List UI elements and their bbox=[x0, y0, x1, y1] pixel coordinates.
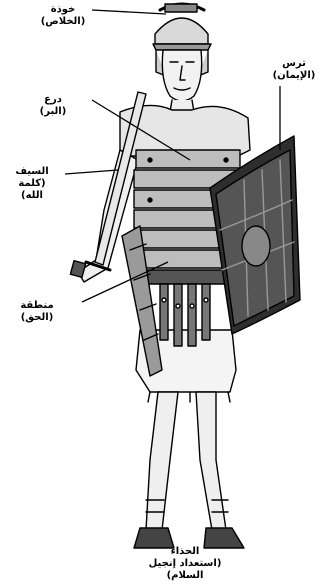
shoes-label: الحذاء (استعداد إنجيل السلام) bbox=[130, 546, 240, 582]
sword-leader-line bbox=[65, 170, 118, 174]
shield-label: ترس (الإيمان) bbox=[262, 58, 326, 82]
belt-label: منطقة (الحق) bbox=[2, 300, 72, 324]
helmet-leader-line bbox=[92, 10, 166, 14]
face-drawing bbox=[162, 50, 201, 112]
breastplate-label: درع (البر) bbox=[28, 94, 78, 118]
sword-label: السيف (كلمة الله) bbox=[4, 166, 60, 202]
helmet-label: خوذة (الخلاص) bbox=[26, 4, 100, 28]
legs-drawing bbox=[146, 392, 226, 530]
